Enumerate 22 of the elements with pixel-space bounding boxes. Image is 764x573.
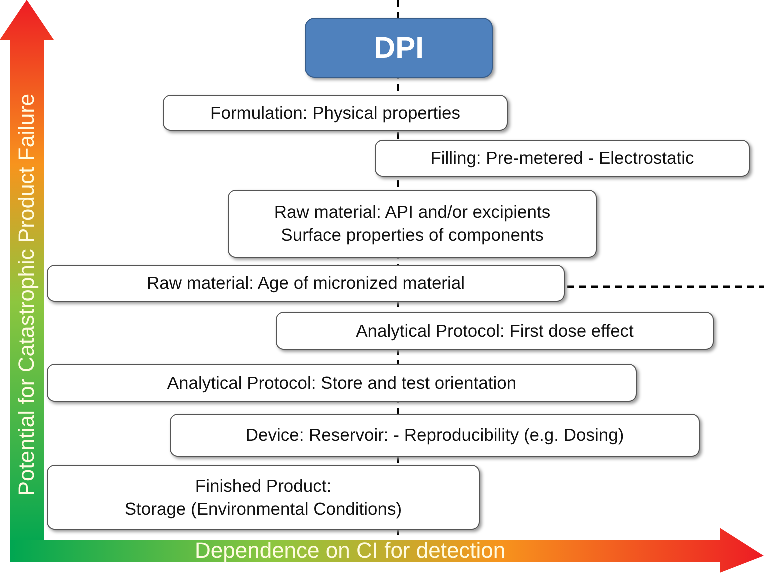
- factor-box: [47, 265, 565, 302]
- factor-box: [276, 312, 714, 350]
- box-label: Raw material: API and/or excipients: [274, 201, 551, 224]
- axis-title: Potential for Catastrophic Product Failure: [14, 94, 40, 496]
- box-label: Raw material: Age of micronized material: [146, 272, 466, 295]
- box-label: Surface properties of components: [281, 224, 544, 247]
- factor-box: [163, 95, 508, 131]
- axis-title: Dependence on CI for detection: [195, 538, 506, 564]
- box-label: DPI: [374, 30, 424, 66]
- title-box: [305, 18, 493, 78]
- box-label: Device: Reservoir: - Reproducibility (e.g. Dosing): [246, 424, 624, 447]
- box-label: Analytical Protocol: Store and test orientation: [167, 372, 517, 394]
- box-label: Formulation: Physical properties: [210, 102, 460, 124]
- factor-box: [228, 190, 597, 258]
- factor-box: [47, 364, 637, 402]
- box-label: Storage (Environmental Conditions): [124, 498, 402, 520]
- box-label: Filling: Pre-metered - Electrostatic: [430, 147, 694, 170]
- factor-box: [170, 414, 700, 457]
- box-label: Analytical Protocol: First dose effect: [356, 320, 634, 342]
- box-label: Finished Product:: [195, 474, 332, 498]
- factor-box: [375, 140, 750, 177]
- factor-box: [47, 465, 480, 530]
